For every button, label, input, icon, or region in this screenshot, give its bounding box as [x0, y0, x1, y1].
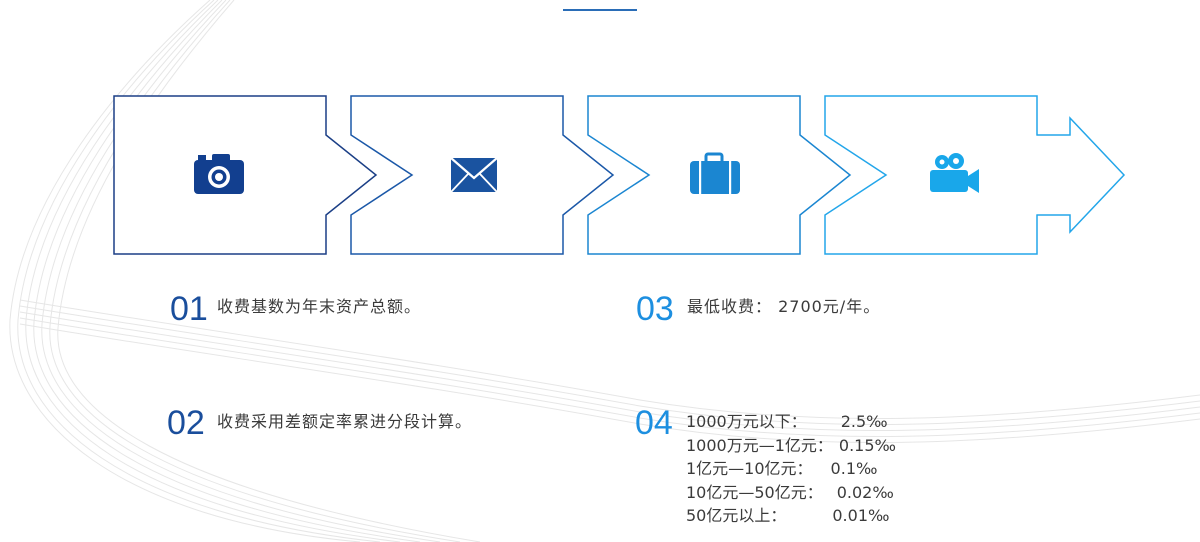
fee-rate: 0.02‰ — [836, 482, 894, 502]
item-01-number: 01 — [170, 290, 208, 328]
fee-row: 1亿元—10亿元： 0.1‰ — [686, 457, 896, 481]
briefcase-icon — [690, 152, 740, 194]
fee-rate-list: 1000万元以下： 2.5‰ 1000万元—1亿元：0.15‰ 1亿元—10亿元：… — [686, 410, 896, 528]
fee-row: 10亿元—50亿元： 0.02‰ — [686, 481, 896, 505]
fee-rate: 2.5‰ — [840, 412, 888, 431]
video-camera-icon — [930, 153, 979, 193]
process-steps — [0, 0, 1200, 260]
camera-icon — [194, 154, 244, 194]
item-02-text: 收费采用差额定率累进分段计算。 — [217, 412, 473, 431]
header-divider — [563, 9, 637, 11]
step-arrows — [113, 95, 1126, 255]
item-03-text: 最低收费： 2700元/年。 — [687, 297, 881, 316]
final-arrow-head — [1037, 116, 1126, 234]
fee-range: 1000万元—1亿元： — [686, 435, 833, 455]
step-1-arrow — [113, 95, 378, 255]
fee-range: 1亿元—10亿元： — [686, 459, 813, 478]
fee-rate: 0.1‰ — [830, 459, 878, 478]
fee-rate: 0.01‰ — [832, 506, 890, 525]
item-02-number: 02 — [167, 404, 205, 442]
fee-range: 10亿元—50亿元： — [686, 482, 823, 502]
fee-row: 1000万元以下： 2.5‰ — [686, 410, 896, 434]
item-03-number: 03 — [636, 290, 674, 328]
item-04-number: 04 — [635, 404, 673, 442]
fee-range: 1000万元以下： — [686, 412, 807, 431]
fee-rate: 0.15‰ — [838, 435, 896, 455]
fee-row: 50亿元以上： 0.01‰ — [686, 504, 896, 528]
fee-row: 1000万元—1亿元：0.15‰ — [686, 434, 896, 458]
item-01-text: 收费基数为年末资产总额。 — [217, 297, 422, 316]
envelope-icon — [450, 157, 498, 193]
fee-range: 50亿元以上： — [686, 506, 787, 525]
